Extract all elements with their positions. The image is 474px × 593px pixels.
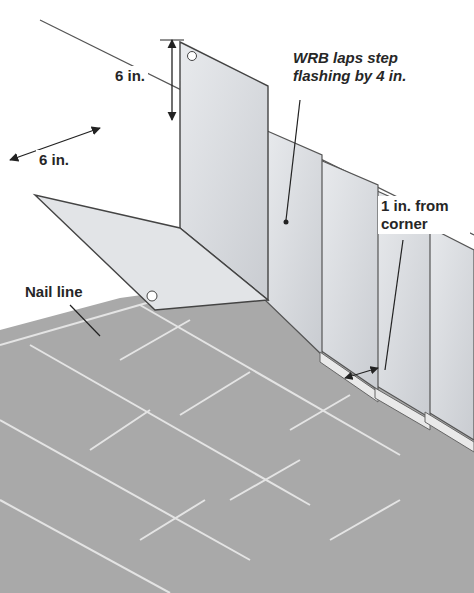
nail-hole <box>147 291 157 301</box>
leader-line <box>286 100 300 220</box>
step-flashing-pieces <box>265 130 474 440</box>
dimension-label: 6 in. <box>112 66 148 86</box>
callout-label: WRB laps step flashing by 4 in. <box>290 48 436 86</box>
nail-hole <box>188 52 197 61</box>
extension-line <box>160 40 184 41</box>
leader-dot <box>284 220 289 225</box>
leader-line <box>70 305 100 336</box>
dimension-label: 6 in. <box>36 150 72 170</box>
flashing-base-strips <box>320 352 474 452</box>
callout-label: 1 in. from corner <box>378 196 470 234</box>
dimension-line <box>345 368 378 378</box>
dimension-line <box>171 40 172 120</box>
leader-line <box>385 240 403 370</box>
callout-label: Nail line <box>22 282 86 302</box>
